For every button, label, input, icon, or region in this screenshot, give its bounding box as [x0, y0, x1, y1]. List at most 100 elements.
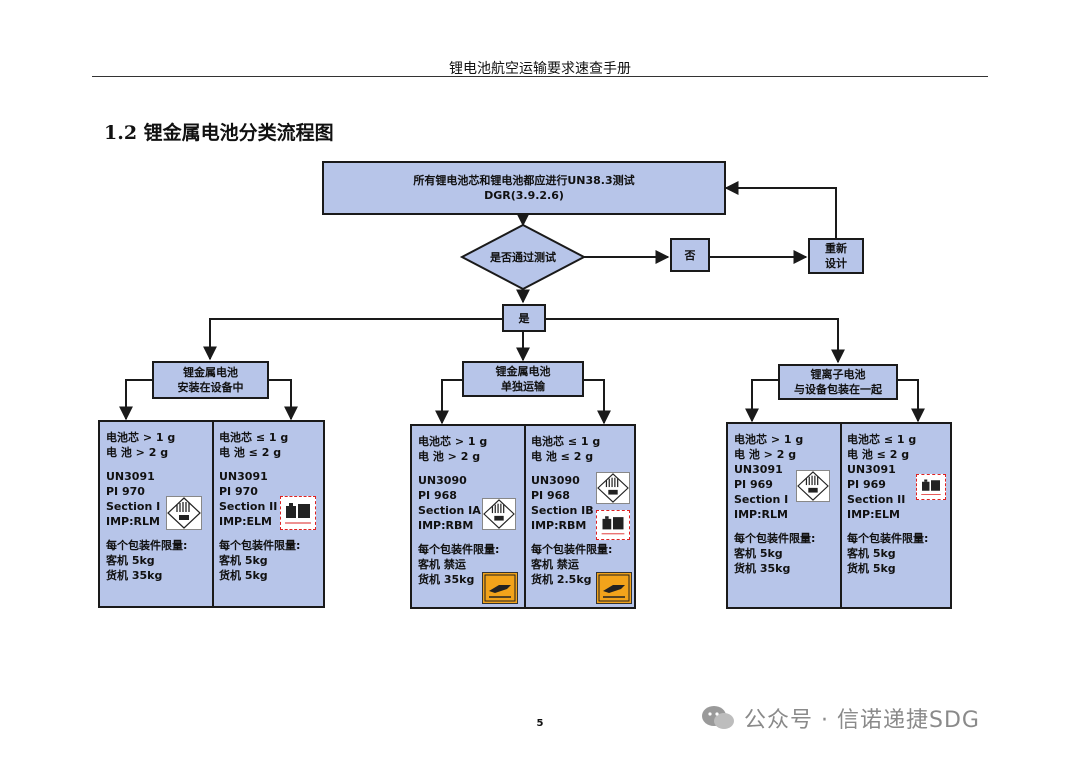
text-line: Section IB: [531, 504, 594, 517]
text-line: 客机 5kg: [847, 547, 896, 560]
redesign-box: 重新设计: [808, 238, 864, 274]
text-line: 每个包装件限量:: [734, 532, 816, 545]
panel-col-left: 电池芯 > 1 g 电 池 > 2 g UN3091 PI 970 Sectio…: [100, 422, 212, 606]
text-line: PI 970: [219, 485, 258, 498]
text-line: 客机 禁运: [531, 558, 579, 571]
panel-col-left: 电池芯 > 1 g 电 池 > 2 g UN3090 PI 968 Sectio…: [412, 426, 524, 607]
text-line: 货机 35kg: [106, 569, 163, 582]
text-line: 电池芯 ≤ 1 g: [531, 435, 601, 448]
un383-test-text: 所有锂电池芯和锂电池都应进行UN38.3测试: [413, 174, 635, 187]
category-installed: 锂金属电池安装在设备中: [152, 361, 269, 399]
text-line: 货机 35kg: [734, 562, 791, 575]
category-label: 锂金属电池: [495, 365, 551, 378]
panel-installed: 电池芯 > 1 g 电 池 > 2 g UN3091 PI 970 Sectio…: [98, 420, 325, 608]
category-label: 锂金属电池: [183, 366, 238, 379]
watermark: 公众号 · 信诺递捷SDG: [700, 702, 980, 734]
text-line: 电 池 > 2 g: [734, 448, 797, 461]
panel-divider: [212, 422, 214, 606]
category-standalone: 锂金属电池单独运输: [462, 361, 584, 397]
running-header: 锂电池航空运输要求速查手册: [449, 61, 631, 77]
decision-label: 是否通过测试: [490, 251, 556, 264]
text-line: 电池芯 > 1 g: [106, 431, 176, 444]
text-line: UN3090: [418, 474, 467, 487]
text-line: UN3091: [847, 463, 896, 476]
lithium-battery-mark-icon: [916, 474, 946, 500]
text-line: 货机 5kg: [219, 569, 268, 582]
header-rule: [92, 76, 988, 77]
wechat-icon: [702, 706, 734, 729]
lithium-battery-mark-icon: [596, 510, 630, 540]
text-line: Section II: [219, 500, 278, 513]
text-line: Section IA: [418, 504, 481, 517]
text-line: UN3091: [106, 470, 155, 483]
text-line: 电 池 ≤ 2 g: [847, 448, 910, 461]
text-line: IMP:RBM: [418, 519, 474, 532]
text-line: 电池芯 > 1 g: [418, 435, 488, 448]
text-line: 电池芯 ≤ 1 g: [219, 431, 289, 444]
text-line: IMP:ELM: [219, 515, 272, 528]
class-9-hazard-label-icon: [482, 498, 516, 530]
class-9-hazard-label-icon: [166, 496, 202, 530]
class-9-hazard-label-icon: [796, 470, 830, 502]
yes-label: 是: [518, 311, 530, 325]
watermark-text: 公众号 · 信诺递捷SDG: [744, 708, 980, 733]
text-line: 电 池 ≤ 2 g: [219, 446, 282, 459]
text-line: 每个包装件限量:: [418, 543, 500, 556]
text-line: UN3091: [734, 463, 783, 476]
dgr-reference: DGR(3.9.2.6): [484, 189, 564, 202]
redesign-line1: 重新: [825, 242, 847, 255]
un383-test-box: 所有锂电池芯和锂电池都应进行UN38.3测试 DGR(3.9.2.6): [322, 161, 726, 215]
text-line: 货机 5kg: [847, 562, 896, 575]
redesign-line2: 设计: [825, 257, 847, 270]
text-line: 货机 2.5kg: [531, 573, 592, 586]
text-line: Section II: [847, 493, 906, 506]
cargo-aircraft-only-label-icon: [482, 572, 518, 604]
text-line: 每个包装件限量:: [106, 539, 188, 552]
no-label: 否: [684, 248, 696, 262]
panel-col-right: 电池芯 ≤ 1 g 电 池 ≤ 2 g UN3091 PI 970 Sectio…: [213, 422, 325, 606]
text-line: PI 970: [106, 485, 145, 498]
text-line: 电 池 > 2 g: [418, 450, 481, 463]
category-label: 单独运输: [501, 380, 545, 393]
category-packed-with: 锂离子电池与设备包装在一起: [778, 364, 898, 400]
category-label: 与设备包装在一起: [794, 383, 882, 396]
class-9-hazard-label-icon: [596, 472, 630, 504]
text-line: 电 池 ≤ 2 g: [531, 450, 594, 463]
page-number: 5: [536, 718, 544, 729]
text-line: 客机 禁运: [418, 558, 466, 571]
text-line: 每个包装件限量:: [219, 539, 301, 552]
text-line: 客机 5kg: [734, 547, 783, 560]
panel-col-left: 电池芯 > 1 g 电 池 > 2 g UN3091 PI 969 Sectio…: [728, 424, 840, 607]
text-line: IMP:RBM: [531, 519, 587, 532]
panel-col-right: 电池芯 ≤ 1 g 电 池 ≤ 2 g UN3091 PI 969 Sectio…: [841, 424, 952, 607]
panel-divider: [524, 426, 526, 607]
panel-standalone: 电池芯 > 1 g 电 池 > 2 g UN3090 PI 968 Sectio…: [410, 424, 636, 609]
category-label: 锂离子电池: [810, 368, 866, 381]
text-line: Section I: [734, 493, 789, 506]
text-line: IMP:RLM: [106, 515, 160, 528]
text-line: PI 968: [531, 489, 570, 502]
cargo-aircraft-only-label-icon: [596, 572, 632, 604]
panel-divider: [840, 424, 842, 607]
panel-packed-with: 电池芯 > 1 g 电 池 > 2 g UN3091 PI 969 Sectio…: [726, 422, 952, 609]
no-box: 否: [670, 238, 710, 272]
panel-col-right: 电池芯 ≤ 1 g 电 池 ≤ 2 g UN3090 PI 968 Sectio…: [525, 426, 636, 607]
text-line: UN3090: [531, 474, 580, 487]
text-line: 电池芯 ≤ 1 g: [847, 433, 917, 446]
text-line: 每个包装件限量:: [531, 543, 613, 556]
text-line: 每个包装件限量:: [847, 532, 929, 545]
text-line: 货机 35kg: [418, 573, 475, 586]
category-label: 安装在设备中: [177, 381, 244, 394]
text-line: Section I: [106, 500, 161, 513]
yes-box: 是: [502, 304, 546, 332]
text-line: 客机 5kg: [106, 554, 155, 567]
text-line: PI 968: [418, 489, 457, 502]
text-line: 客机 5kg: [219, 554, 268, 567]
text-line: IMP:RLM: [734, 508, 788, 521]
lithium-battery-mark-icon: [280, 496, 316, 530]
text-line: PI 969: [734, 478, 773, 491]
section-title: 1.2 锂金属电池分类流程图: [104, 122, 334, 144]
text-line: 电池芯 > 1 g: [734, 433, 804, 446]
text-line: IMP:ELM: [847, 508, 900, 521]
